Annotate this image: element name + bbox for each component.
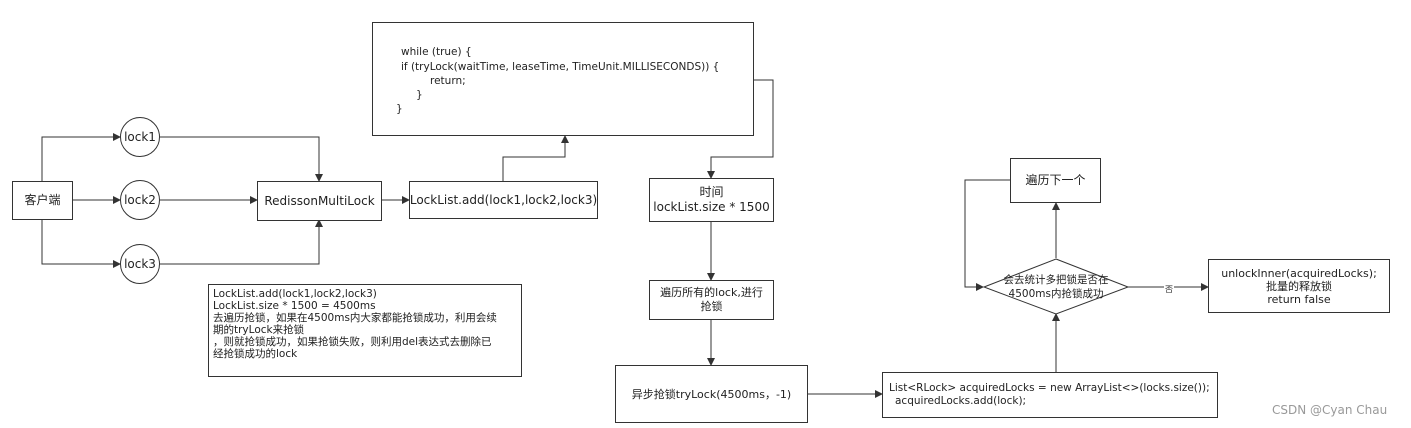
code-line-4: }: [416, 89, 423, 101]
node-time: 时间 lockList.size * 1500: [649, 178, 774, 222]
node-iterate-line2: 抢锁: [700, 300, 723, 313]
code-line-1: while (true) {: [401, 46, 472, 58]
node-async-try: 异步抢锁tryLock(4500ms，-1): [615, 365, 808, 423]
node-lock3: lock3: [120, 244, 160, 284]
node-code-block: [372, 22, 754, 136]
decision-line-2: 4500ms内抢锁成功: [1008, 288, 1104, 300]
edge-lock1-multilock: [160, 136, 323, 182]
node-acquired: List<RLock> acquiredLocks = new ArrayLis…: [882, 372, 1218, 418]
node-client-label: 客户端: [24, 193, 61, 207]
node-acquired-line1: List<RLock> acquiredLocks = new ArrayLis…: [889, 382, 1210, 394]
code-line-2: if (tryLock(waitTime, leaseTime, TimeUni…: [401, 61, 720, 73]
node-multilock-label: RedissonMultiLock: [264, 193, 375, 208]
node-acquired-line2: acquiredLocks.add(lock);: [895, 395, 1027, 407]
decision-line-1: 会去统计多把锁是否在: [1003, 274, 1109, 286]
decision-diamond: [982, 258, 1130, 315]
note-line-6: 经抢锁成功的lock: [213, 348, 298, 360]
node-time-line2: lockList.size * 1500: [653, 200, 770, 214]
node-iterate: 遍历所有的lock,进行 抢锁: [649, 280, 774, 320]
node-async-try-label: 异步抢锁tryLock(4500ms，-1): [631, 387, 792, 401]
node-unlock-line2: 批量的释放锁: [1266, 279, 1332, 293]
edge-next-decision: [964, 179, 1010, 291]
node-next: 遍历下一个: [1010, 158, 1101, 203]
note-line-2: LockList.size * 1500 = 4500ms: [213, 300, 376, 312]
node-lock1: lock1: [120, 117, 160, 157]
note-line-5: ，则就抢锁成功，如果抢锁失败，则利用del表达式去删除已: [213, 336, 492, 348]
note-line-4: 期的tryLock来抢锁: [213, 324, 305, 336]
node-unlock-line3: return false: [1267, 292, 1331, 306]
edge-label-no: 否: [1164, 283, 1174, 296]
node-unlock: unlockInner(acquiredLocks); 批量的释放锁 retur…: [1208, 259, 1390, 313]
node-time-line1: 时间: [699, 185, 724, 199]
code-line-3: return;: [430, 75, 466, 87]
node-lock2: lock2: [120, 180, 160, 220]
node-unlock-line1: unlockInner(acquiredLocks);: [1221, 266, 1377, 280]
code-line-5: }: [396, 103, 403, 115]
edge-client-lock3: [41, 220, 121, 268]
watermark: CSDN @Cyan Chau: [1272, 403, 1388, 417]
note-line-3: 去遍历抢锁，如果在4500ms内大家都能抢锁成功，利用会续: [213, 312, 497, 324]
edge-client-lock1: [41, 133, 121, 181]
node-iterate-line1: 遍历所有的lock,进行: [660, 286, 763, 299]
node-client: 客户端: [12, 181, 73, 220]
edge-codeblock-time: [707, 79, 774, 179]
node-next-label: 遍历下一个: [1025, 173, 1086, 187]
node-lock1-label: lock1: [124, 129, 156, 144]
edge-lock3-multilock: [160, 219, 323, 265]
edge-locklist-codeblock: [502, 135, 569, 181]
note-line-1: LockList.add(lock1,lock2,lock3): [213, 288, 377, 300]
node-lock-list-add: LockList.add(lock1,lock2,lock3): [409, 181, 598, 219]
node-lock2-label: lock2: [124, 192, 156, 207]
node-lock3-label: lock3: [124, 256, 156, 271]
note-box: LockList.add(lock1,lock2,lock3) LockList…: [208, 284, 522, 377]
node-multilock: RedissonMultiLock: [257, 181, 382, 221]
node-lock-list-add-label: LockList.add(lock1,lock2,lock3): [409, 192, 598, 207]
